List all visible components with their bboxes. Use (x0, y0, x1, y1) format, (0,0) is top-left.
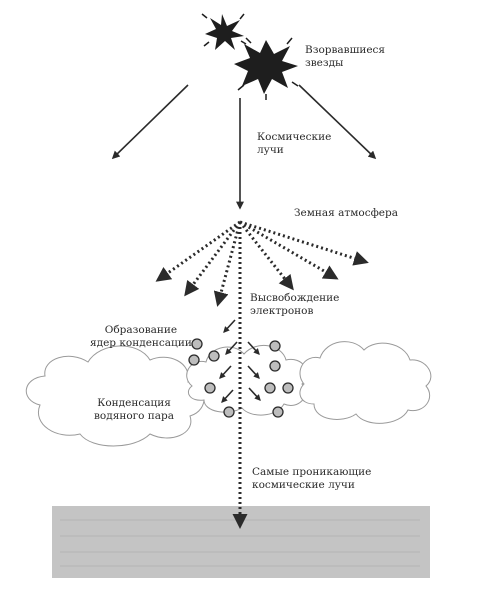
right-cloud (299, 341, 432, 424)
cosmic-rays-label-line1: Космические (257, 131, 332, 143)
nuclei-label: Образование ядер конденсации (90, 324, 192, 350)
stars-label: Взорвавшиеся звезды (305, 44, 385, 70)
electrons-label: Высвобождение электронов (250, 292, 339, 318)
center-cloud (186, 345, 308, 416)
exploding-star-small-icon (201, 13, 247, 50)
cosmic-rays-label-line2: лучи (257, 144, 284, 156)
penetrating-rays-label: Самые проникающие космические лучи (252, 466, 371, 492)
condensation-nuclei (188, 338, 294, 418)
atmosphere-label-text: Земная атмосфера (294, 207, 398, 219)
secondary-particle-shower (155, 220, 369, 529)
penetrating-rays-label-line1: Самые проникающие (252, 466, 372, 478)
condensation-label: Конденсация водяного пара (94, 397, 174, 423)
exploding-star-large-icon (234, 37, 299, 100)
stars-label-line2: звезды (305, 57, 344, 69)
cosmic-rays-label: Космические лучи (257, 131, 331, 157)
electron-arrows (219, 319, 261, 403)
left-cloud (25, 345, 205, 447)
electrons-label-line1: Высвобождение (250, 292, 340, 304)
ground-band (52, 506, 430, 578)
atmosphere-label: Земная атмосфера (294, 207, 398, 220)
electrons-label-line2: электронов (250, 305, 314, 317)
cosmic-ray-arrow-left (111, 84, 189, 160)
penetrating-rays-label-line2: космические лучи (252, 479, 355, 491)
condensation-label-line2: водяного пара (94, 410, 175, 422)
nuclei-label-line1: Образование (104, 324, 178, 336)
condensation-label-line1: Конденсация (97, 397, 171, 409)
cosmic-ray-arrow-right (298, 84, 377, 160)
stars-label-line1: Взорвавшиеся (305, 44, 386, 56)
nuclei-label-line2: ядер конденсации (90, 337, 192, 349)
